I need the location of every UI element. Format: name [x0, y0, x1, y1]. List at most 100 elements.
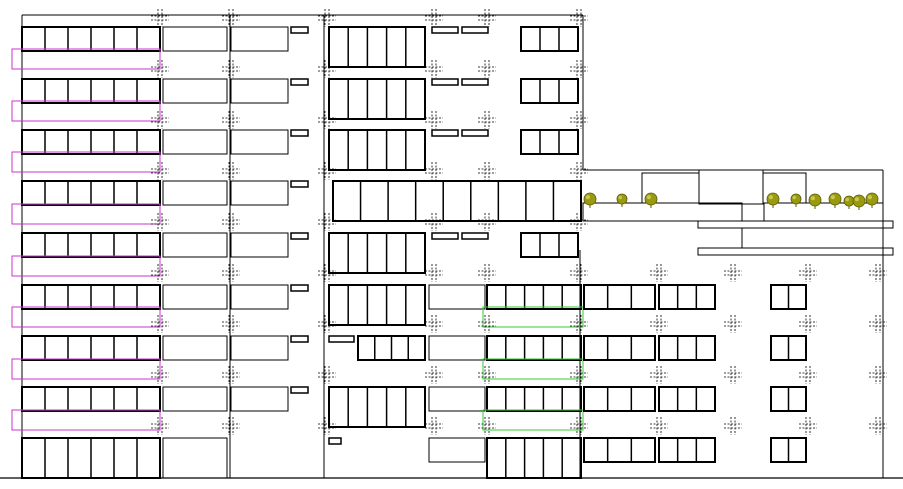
center-door — [486, 437, 582, 479]
tree-10-crown — [865, 192, 879, 206]
middle-window-3-frame — [328, 129, 426, 171]
center-window-2-frame — [486, 335, 582, 361]
middle-panel-4 — [428, 437, 486, 463]
marker-cross-59 — [650, 315, 668, 333]
left-vent-6 — [290, 284, 309, 292]
marker-cross-32 — [425, 162, 443, 180]
parapet-a — [582, 202, 743, 222]
marker-cross-48 — [425, 366, 443, 384]
small-vent-b-4 — [461, 232, 489, 240]
left-panel-a-9 — [162, 437, 228, 479]
marker-cross-61 — [799, 315, 817, 333]
low-window-a-2-frame — [583, 335, 656, 361]
low-window-b-2-frame — [658, 335, 716, 361]
middle-right-window-3 — [520, 129, 579, 155]
tree-2-crown — [616, 193, 628, 205]
middle-right-window-2 — [520, 78, 579, 104]
marker-cross-65 — [799, 366, 817, 384]
left-panel-b-3 — [230, 129, 289, 155]
roof-unit-b — [698, 169, 764, 205]
left-panel-b-7 — [230, 335, 289, 361]
balcony-3 — [11, 151, 161, 173]
marker-cross-26 — [570, 60, 588, 78]
low-window-c-4 — [770, 437, 807, 463]
tree-6-highlight — [810, 196, 816, 201]
low-window-c-3 — [770, 386, 807, 412]
marker-cross-66 — [869, 366, 887, 384]
marker-cross-21 — [478, 9, 496, 27]
tree-4 — [766, 192, 780, 208]
small-vent-b-2 — [461, 78, 489, 86]
low-block — [582, 169, 894, 463]
marker-cross-62 — [869, 315, 887, 333]
center-window-1-frame — [486, 284, 582, 310]
marker-cross-60 — [724, 315, 742, 333]
middle-column-windows — [328, 26, 582, 463]
marker-cross-43 — [318, 315, 336, 333]
marker-cross-45 — [478, 315, 496, 333]
tree-4-crown — [766, 192, 780, 206]
green-frame-2 — [482, 358, 584, 380]
middle-right-window-3-frame — [520, 129, 579, 155]
marker-cross-42 — [570, 264, 588, 282]
left-panel-a-4 — [162, 180, 228, 206]
marker-cross-58 — [869, 264, 887, 282]
marker-cross-68 — [724, 417, 742, 435]
tree-3-highlight — [646, 195, 652, 200]
marker-cross-49 — [478, 366, 496, 384]
marker-cross-46 — [570, 315, 588, 333]
marker-cross-24 — [425, 60, 443, 78]
left-vent-7 — [290, 335, 309, 343]
balcony-7 — [11, 358, 161, 380]
marker-cross-2 — [222, 9, 240, 27]
left-window-2 — [21, 78, 161, 104]
marker-cross-30 — [570, 111, 588, 129]
left-window-5 — [21, 232, 161, 258]
middle-vent-b — [328, 437, 342, 445]
low-window-a-3 — [583, 386, 656, 412]
tree-4-highlight — [768, 195, 774, 200]
left-panel-a-3 — [162, 129, 228, 155]
left-panel-a-1 — [162, 26, 228, 52]
marker-cross-53 — [478, 417, 496, 435]
parapet-b — [763, 202, 884, 222]
marker-cross-54 — [570, 417, 588, 435]
balcony-4 — [11, 203, 161, 225]
marker-cross-16 — [222, 366, 240, 384]
small-vent-b-1 — [461, 26, 489, 34]
marker-cross-63 — [650, 366, 668, 384]
low-window-a-4 — [583, 437, 656, 463]
middle-right-window-1 — [520, 26, 579, 52]
marker-cross-13 — [151, 315, 169, 333]
left-vent-3 — [290, 129, 309, 137]
left-window-8 — [21, 386, 161, 412]
tree-8-crown — [843, 195, 855, 207]
marker-cross-50 — [570, 366, 588, 384]
marker-cross-19 — [318, 9, 336, 27]
balcony-2 — [11, 100, 161, 122]
tree-9-crown — [852, 194, 866, 208]
marker-cross-40 — [425, 264, 443, 282]
tree-7-highlight — [830, 195, 836, 200]
tree-5-highlight — [792, 195, 796, 200]
center-door-frame — [486, 437, 582, 479]
marker-cross-14 — [222, 315, 240, 333]
center-window-3 — [486, 386, 582, 412]
marker-cross-55 — [650, 264, 668, 282]
marker-cross-33 — [478, 162, 496, 180]
marker-cross-51 — [318, 417, 336, 435]
left-panel-b-5 — [230, 232, 289, 258]
low-window-c-2 — [770, 335, 807, 361]
left-vent-1 — [290, 26, 309, 34]
left-vent-2 — [290, 78, 309, 86]
left-window-3 — [21, 129, 161, 155]
marker-cross-3 — [151, 60, 169, 78]
marker-cross-67 — [650, 417, 668, 435]
marker-cross-57 — [799, 264, 817, 282]
marker-cross-52 — [425, 417, 443, 435]
low-window-b-3-frame — [658, 386, 716, 412]
middle-vent-a — [328, 335, 355, 343]
tree-10-highlight — [867, 195, 873, 200]
green-frame-1 — [482, 306, 584, 328]
tree-5 — [790, 193, 802, 207]
